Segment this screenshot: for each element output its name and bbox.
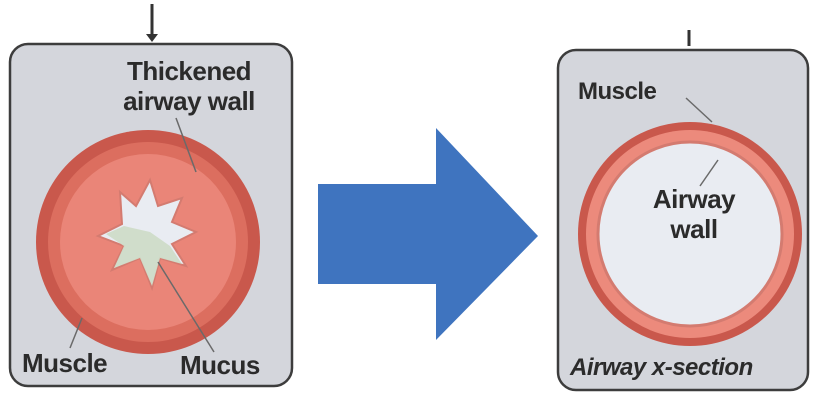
label-thickened-line1: Thickened [104, 56, 274, 86]
label-thickened-airway-wall: Thickened airway wall [104, 56, 274, 116]
label-airway-line2: wall [634, 214, 754, 244]
caption-airway-x-section: Airway x-section [570, 354, 753, 382]
transition-arrow [318, 128, 538, 340]
label-thickened-line2: airway wall [104, 86, 274, 116]
label-airway-line1: Airway [634, 184, 754, 214]
label-mucus: Mucus [180, 350, 260, 380]
label-muscle-before: Muscle [22, 348, 107, 378]
pointer-tick-left-head [146, 34, 158, 42]
label-airway-wall: Airway wall [634, 184, 754, 244]
label-muscle-after: Muscle [578, 78, 656, 106]
